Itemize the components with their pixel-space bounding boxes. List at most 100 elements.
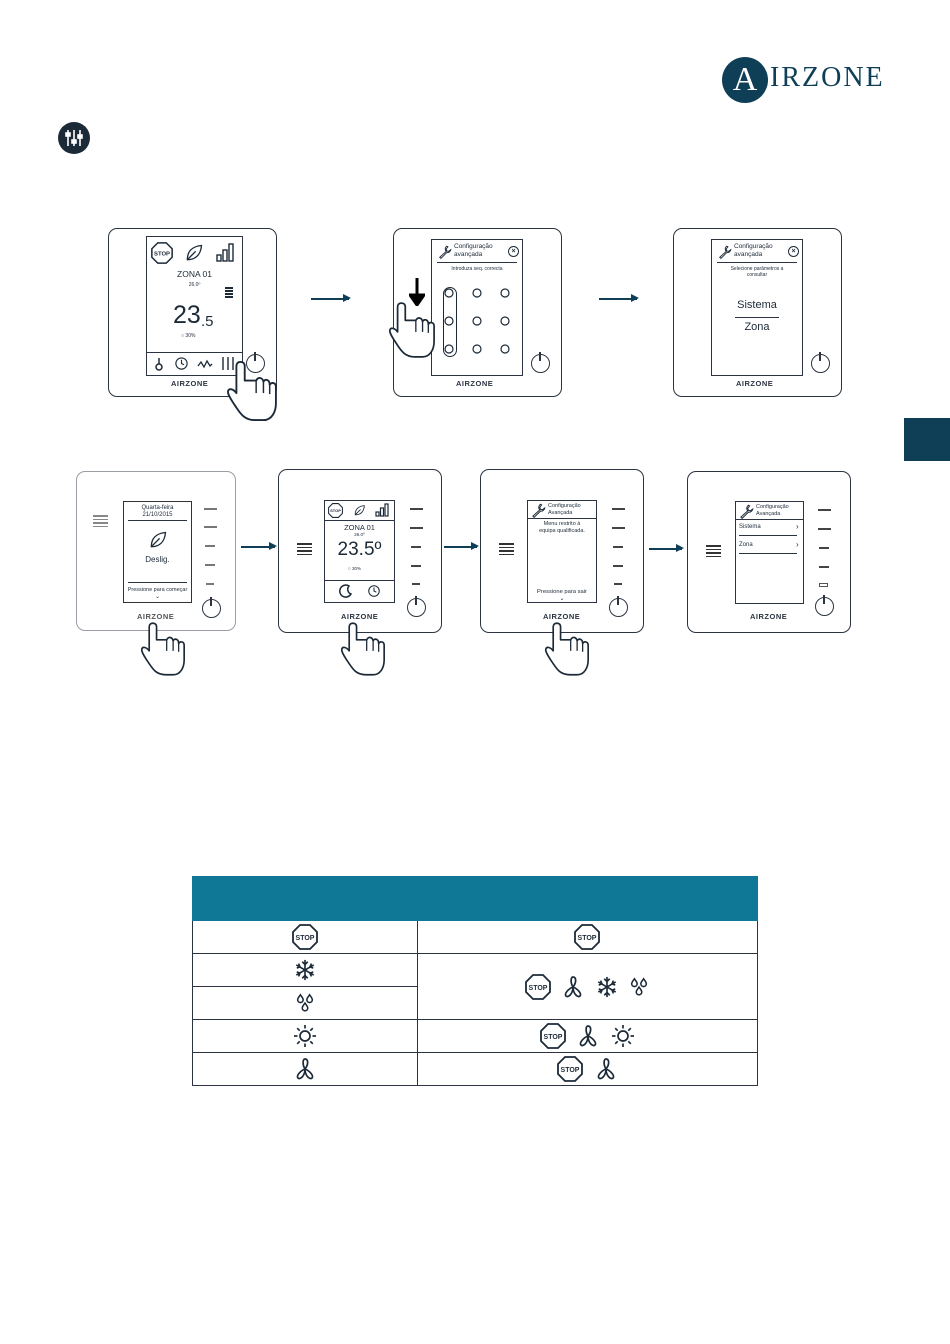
drops-icon (630, 977, 648, 996)
stop-icon (291, 924, 318, 950)
table-cell (416, 920, 759, 954)
wrench-icon (740, 504, 754, 519)
fan-icon (579, 1025, 597, 1047)
stop-icon[interactable] (151, 242, 173, 264)
table-cell (416, 1019, 759, 1053)
power-button[interactable] (246, 352, 265, 373)
setpoint: 26.0º (354, 532, 365, 537)
clock-icon[interactable] (367, 584, 381, 598)
section-tab (904, 418, 950, 461)
humidity: ○ 30% (181, 333, 195, 339)
menu-item-zone[interactable]: Zona (739, 542, 753, 548)
table-row (192, 1052, 759, 1086)
flow-arrow (444, 543, 479, 549)
power-button[interactable] (609, 596, 628, 617)
title-line1: Configuração (548, 503, 581, 509)
thermostat-screen: ZONA 01 26.0º 23.5º ○ 30% (324, 500, 395, 603)
logo-text: IRZONE (770, 62, 885, 93)
option-system[interactable]: Sistema (737, 299, 777, 311)
table-header-cell (192, 876, 418, 921)
device-logo: AIRZONE (750, 612, 788, 621)
advanced-settings-sliders-icon (58, 122, 90, 154)
pattern-dots[interactable] (432, 280, 522, 370)
thermostat-screen: Quarta-feira 21/10/2015 Deslig. Pression… (123, 501, 192, 603)
table-cell (416, 1052, 759, 1086)
table-cell (192, 920, 418, 954)
exit-hint[interactable]: Pressione para sair (537, 589, 587, 595)
humidity: ○ 30% (348, 566, 361, 571)
option-zone[interactable]: Zona (744, 321, 770, 333)
table-row (192, 1019, 759, 1053)
table-cell (416, 953, 759, 1020)
signal-bars-icon (216, 243, 234, 262)
settings-sliders-icon[interactable] (220, 356, 236, 371)
stop-icon (557, 1056, 583, 1082)
stop-icon (574, 924, 601, 950)
thermostat-device-step1: ZONA 01 26.0º 23 .5 ○ 30% AIRZONE (108, 228, 277, 397)
flow-arrow (649, 545, 684, 551)
power-button[interactable] (202, 597, 221, 618)
sequence-prompt: Introduza seq. correcta (451, 266, 503, 272)
menu-lines-icon[interactable] (297, 543, 312, 556)
close-icon[interactable]: × (788, 246, 799, 257)
power-button[interactable] (407, 596, 426, 617)
power-button[interactable] (811, 352, 830, 373)
message-line1: Menu restrito à (543, 521, 581, 527)
clock-icon[interactable] (174, 356, 189, 371)
thermostat-device-step4: Quarta-feira 21/10/2015 Deslig. Pression… (76, 471, 236, 631)
power-button[interactable] (531, 352, 550, 373)
humidity-value: 30% (351, 566, 361, 571)
fan-icon (564, 975, 582, 997)
device-logo: AIRZONE (137, 612, 175, 621)
chevron-down-icon: ⌄ (559, 596, 565, 602)
stop-icon[interactable] (328, 503, 343, 518)
table-cell (192, 986, 418, 1020)
flow-arrow (241, 543, 277, 549)
fan-icon (597, 1058, 614, 1080)
wrench-icon (719, 245, 732, 259)
message-line2: equipa qualificada. (539, 527, 585, 534)
temperature-decimal: .5 (201, 313, 214, 330)
menu-lines-icon[interactable] (93, 515, 108, 528)
thermostat-screen: ZONA 01 26.0º 23 .5 ○ 30% (146, 236, 243, 376)
airflow-icon[interactable] (197, 358, 213, 370)
prompt-line2: consultar (746, 272, 768, 278)
chevron-down-icon: ⌄ (154, 594, 161, 600)
snowflake-icon (596, 975, 617, 998)
menu-item-system[interactable]: Sistema (739, 524, 761, 530)
menu-lines-icon[interactable] (706, 545, 721, 558)
hand-pointer-icon (226, 360, 277, 422)
title-line1: Configuração (454, 243, 493, 250)
sun-icon (292, 1024, 317, 1048)
fan-icon (296, 1058, 314, 1080)
title-line1: Configuração (734, 243, 773, 250)
date: 21/10/2015 (142, 512, 173, 518)
title-line1: Configuração (756, 504, 789, 510)
sleep-moon-icon[interactable] (339, 584, 353, 598)
eco-leaf-icon[interactable] (353, 504, 366, 517)
power-button[interactable] (815, 595, 834, 616)
down-arrow-icon (409, 278, 425, 306)
zone-name: ZONA 01 (344, 523, 375, 532)
humidity-drop-icon: ○ (181, 333, 185, 339)
menu-lines-icon[interactable] (499, 543, 514, 556)
flow-arrow (599, 295, 639, 301)
menu-lines-icon[interactable] (225, 287, 233, 299)
hand-pointer-icon (544, 622, 590, 676)
stop-icon (539, 1023, 566, 1049)
start-hint[interactable]: Pressione para começar (127, 587, 188, 593)
thermometer-icon[interactable] (153, 357, 167, 371)
close-icon[interactable]: × (508, 246, 519, 257)
flow-arrow (311, 295, 351, 301)
chevron-right-icon[interactable]: › (796, 540, 799, 549)
eco-leaf-icon[interactable] (184, 243, 204, 263)
chevron-right-icon[interactable]: › (796, 522, 799, 531)
